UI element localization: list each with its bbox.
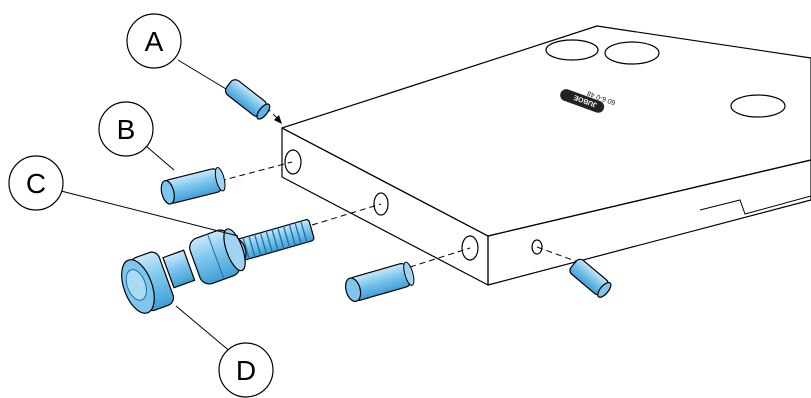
front-hole-1 bbox=[284, 149, 302, 175]
dowel-pin-side bbox=[569, 258, 612, 298]
arrowhead-a bbox=[274, 115, 282, 124]
assembly-lines bbox=[219, 106, 579, 268]
top-hole-3 bbox=[730, 94, 786, 118]
top-hole-1 bbox=[545, 39, 599, 61]
dowel-pin-a bbox=[224, 79, 271, 120]
side-hole bbox=[531, 239, 543, 255]
leader-line-d bbox=[175, 305, 233, 354]
leader-line-a bbox=[177, 59, 227, 90]
front-hole-3 bbox=[461, 235, 479, 261]
assembly-line-pin bbox=[409, 247, 471, 268]
block-step-edge bbox=[699, 195, 811, 215]
callout-a: A bbox=[126, 13, 227, 90]
callout-circle-b bbox=[98, 101, 154, 157]
assembly-line-c bbox=[311, 203, 382, 226]
callout-b: B bbox=[98, 101, 175, 171]
nameplate-badge bbox=[560, 89, 605, 113]
block-front-face bbox=[281, 127, 489, 286]
leader-line-b bbox=[145, 145, 175, 171]
callout-circle-d bbox=[218, 342, 274, 398]
callout-circle-a bbox=[126, 13, 182, 69]
front-hole-2 bbox=[373, 192, 389, 216]
callout-circle-c bbox=[8, 155, 64, 211]
assembly-line-side bbox=[536, 246, 579, 263]
callout-d: D bbox=[175, 305, 274, 398]
dowel-pin-front bbox=[344, 261, 415, 303]
block-top-face bbox=[281, 25, 811, 237]
mounting-block: JUBOE 60 6-0 48 bbox=[281, 25, 811, 286]
callout-label-b: B bbox=[117, 114, 136, 145]
callout-label-d: D bbox=[236, 355, 256, 386]
top-hole-2 bbox=[604, 41, 660, 65]
assembly-line-b bbox=[219, 161, 293, 182]
callout-label-a: A bbox=[145, 26, 164, 57]
dowel-pin-b bbox=[160, 167, 226, 205]
callout-c: C bbox=[8, 155, 239, 237]
leader-line-c bbox=[60, 190, 239, 237]
callout-label-c: C bbox=[26, 168, 46, 199]
block-side-face bbox=[487, 159, 811, 286]
clamping-stud-d bbox=[121, 228, 246, 314]
